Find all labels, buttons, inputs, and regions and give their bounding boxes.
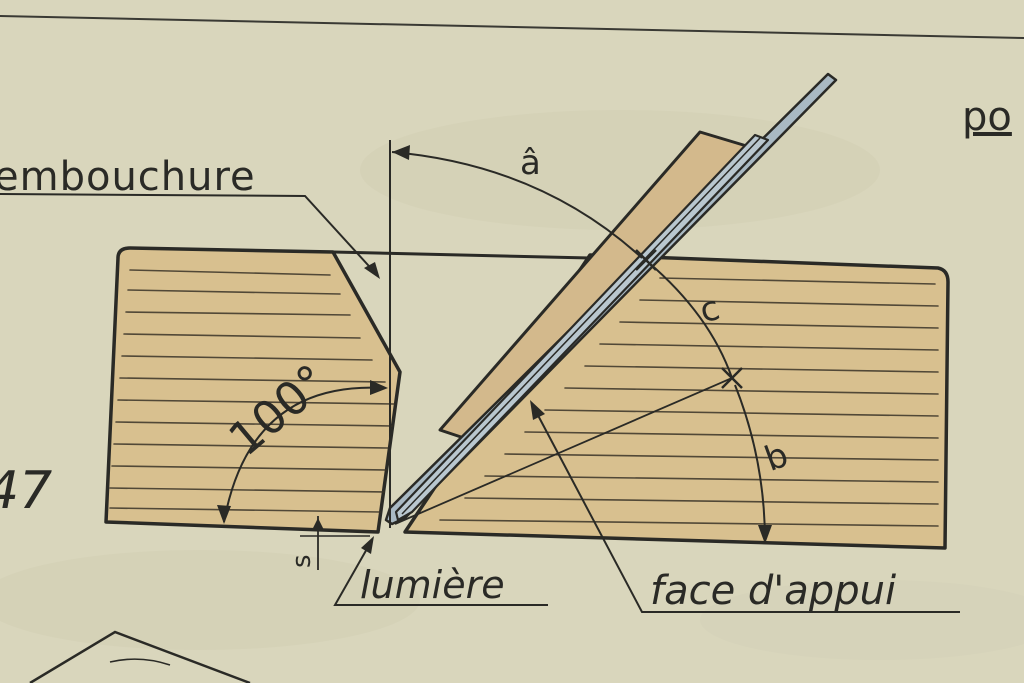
next-figure-detail xyxy=(109,658,171,666)
lumiere-arrowhead xyxy=(361,536,374,554)
angle-b-arc xyxy=(734,384,766,543)
s-label: s xyxy=(287,554,317,568)
face-arrowhead xyxy=(530,400,545,420)
wood-grain xyxy=(109,269,939,527)
figure-number-label: 47 xyxy=(0,461,52,521)
lumiere-label: lumière xyxy=(360,563,505,607)
frame-top-line xyxy=(0,15,1024,39)
angle-a-label: â xyxy=(520,143,541,183)
angle-c-arc xyxy=(647,261,733,379)
s-arrowhead xyxy=(312,518,324,530)
embouchure-leader xyxy=(0,193,379,277)
lumiere-leader xyxy=(333,539,548,606)
angle-100-arc xyxy=(223,386,386,523)
plane-top-edge xyxy=(332,250,591,260)
angle-a-arc xyxy=(391,151,643,259)
corner-label: po xyxy=(962,94,1012,140)
cap-iron xyxy=(394,133,770,522)
angle-100-arrowhead-top xyxy=(370,380,388,395)
embouchure-arrowhead xyxy=(364,262,380,279)
face-leader xyxy=(531,403,960,613)
next-figure-partial xyxy=(29,630,251,683)
angle-a-arrowhead xyxy=(392,145,410,160)
bevel-ray xyxy=(394,377,733,525)
angle-100-arrowhead-bottom xyxy=(217,505,231,524)
embouchure-label: embouchure xyxy=(0,154,256,200)
face-label: face d'appui xyxy=(650,568,896,614)
blade-center-line xyxy=(401,137,761,515)
angle-b-arrowhead xyxy=(758,525,772,544)
